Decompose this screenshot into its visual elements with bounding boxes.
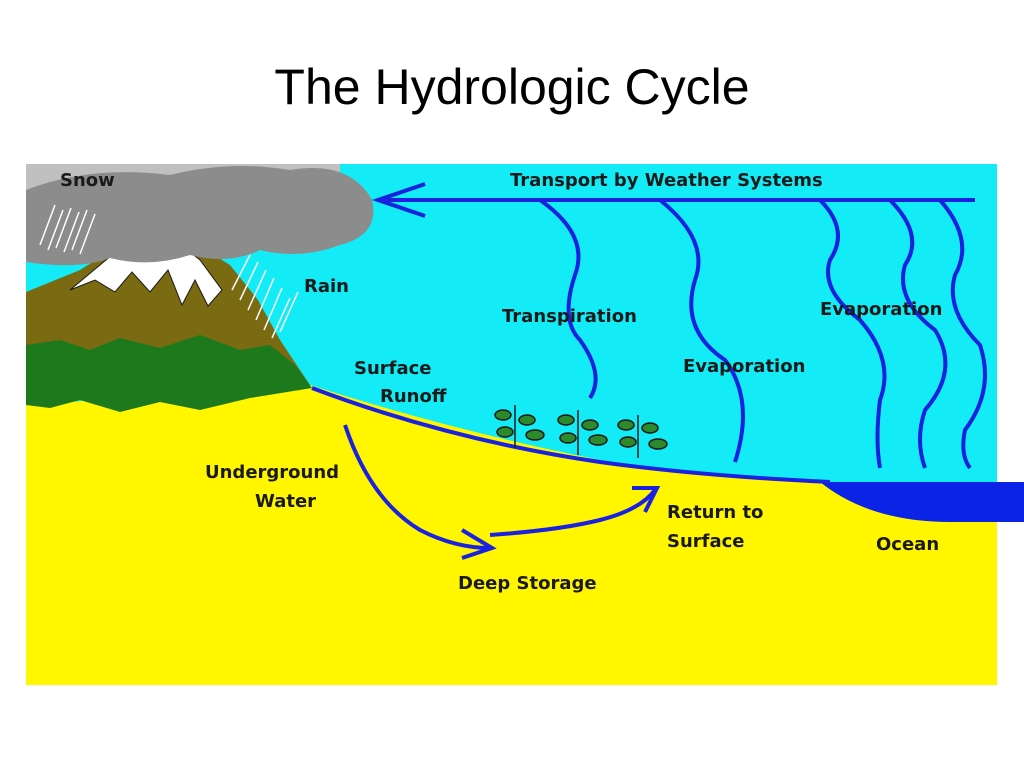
label-ocean: Ocean: [876, 534, 939, 555]
cloud: [26, 166, 374, 266]
mountain-lower: [26, 335, 312, 412]
rain-streaks: [231, 254, 299, 339]
transpiration-arrow: [538, 198, 598, 400]
mountain-upper: [26, 225, 310, 385]
label-rain: Rain: [304, 276, 349, 297]
surface-runoff-line: [311, 386, 831, 484]
label-transport: Transport by Weather Systems: [510, 170, 823, 191]
label-underground-line1: Underground: [205, 462, 339, 483]
evaporation-arrows: [658, 198, 987, 470]
label-return-line1: Return to: [667, 502, 763, 523]
label-evaporation-right: Evaporation: [820, 299, 942, 320]
snow-streaks: [39, 204, 96, 255]
label-evaporation-left: Evaporation: [683, 356, 805, 377]
plants: [494, 405, 668, 458]
label-surface-runoff-line1: Surface: [354, 358, 432, 379]
slide-title: The Hydrologic Cycle: [274, 59, 750, 115]
label-snow: Snow: [60, 170, 115, 191]
transport-arrow: [371, 182, 975, 218]
underground-flow-arrows: [343, 424, 661, 560]
label-surface-runoff-line2: Runoff: [380, 386, 447, 407]
label-underground-line2: Water: [255, 491, 316, 512]
label-transpiration: Transpiration: [502, 306, 637, 327]
label-deep-storage: Deep Storage: [458, 573, 597, 594]
ocean: [820, 482, 1024, 522]
label-return-line2: Surface: [667, 531, 745, 552]
